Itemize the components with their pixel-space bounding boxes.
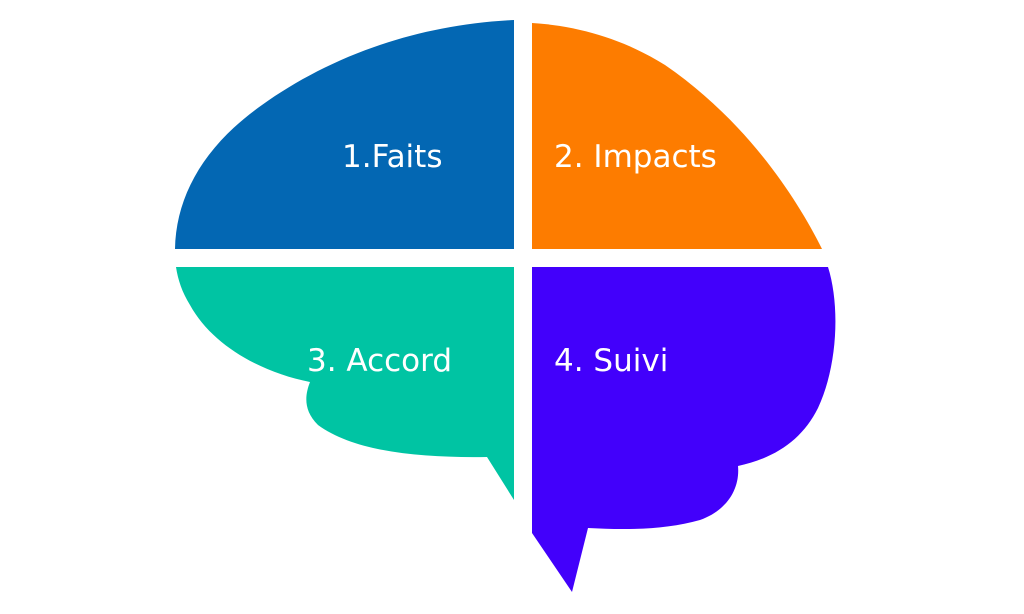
quadrant-3-label: 3. Accord — [307, 343, 452, 379]
quadrant-4-shape — [532, 267, 836, 592]
quadrant-1-shape — [175, 20, 514, 249]
quadrant-1-label: 1.Faits — [342, 139, 442, 175]
quadrant-3-shape — [176, 267, 514, 500]
quadrant-4-label: 4. Suivi — [554, 343, 668, 379]
quadrant-2-shape — [532, 23, 822, 249]
quadrant-2-label: 2. Impacts — [554, 139, 717, 175]
